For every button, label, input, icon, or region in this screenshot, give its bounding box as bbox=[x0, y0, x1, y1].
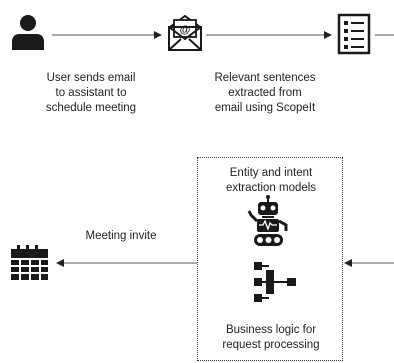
invite-caption: Meeting invite bbox=[66, 229, 176, 244]
caption-line: request processing bbox=[222, 339, 320, 351]
caption-line: extracted from bbox=[228, 87, 302, 99]
processing-box bbox=[197, 157, 343, 361]
caption-line: User sends email bbox=[46, 72, 136, 84]
extract-step-caption: Relevant sentences extracted from email … bbox=[201, 71, 329, 116]
caption-line: extraction models bbox=[225, 182, 317, 194]
caption-line: Business logic for bbox=[225, 324, 317, 336]
robot-icon bbox=[247, 195, 288, 246]
flowchart-hierarchy-icon bbox=[254, 262, 296, 302]
caption-line: schedule meeting bbox=[45, 102, 137, 114]
calendar-icon bbox=[11, 245, 48, 280]
caption-line: Meeting invite bbox=[85, 230, 157, 242]
svg-text:@: @ bbox=[180, 24, 191, 36]
caption-line: to assistant to bbox=[55, 87, 127, 99]
envelope-at-icon: @ bbox=[168, 14, 202, 51]
models-caption: Entity and intent extraction models bbox=[207, 166, 335, 196]
logic-caption: Business logic for request processing bbox=[207, 323, 335, 353]
caption-line: Relevant sentences bbox=[214, 72, 316, 84]
user-step-caption: User sends email to assistant to schedul… bbox=[36, 71, 146, 116]
user-icon bbox=[12, 15, 44, 50]
document-list-icon bbox=[337, 13, 371, 55]
caption-line: Entity and intent bbox=[229, 167, 313, 179]
caption-line: email using ScopeIt bbox=[214, 102, 316, 114]
